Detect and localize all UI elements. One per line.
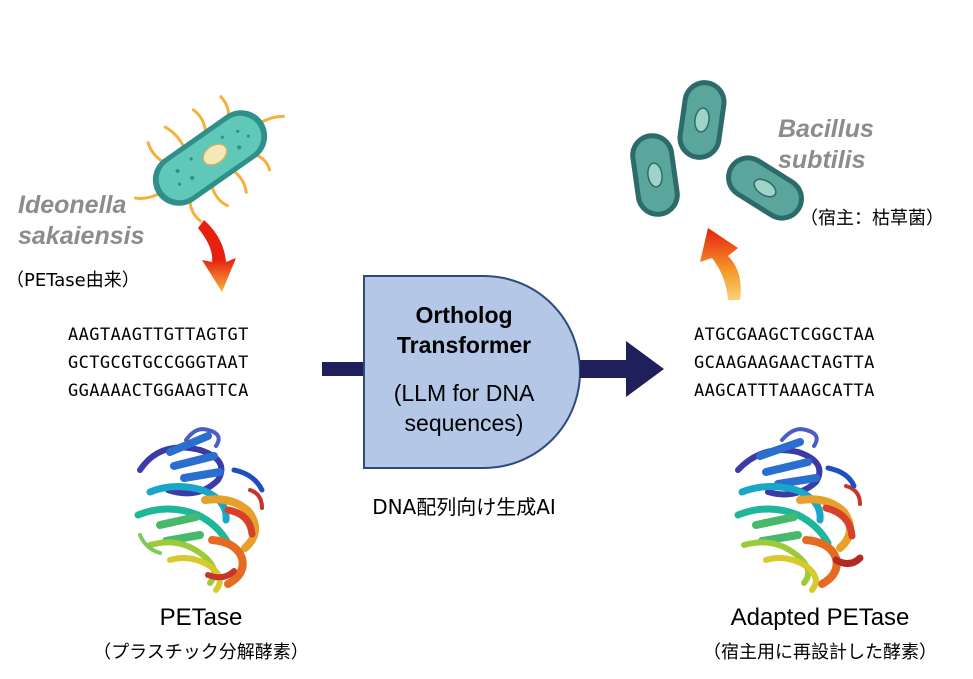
source-protein-label: PETase [159, 604, 243, 631]
target-dna-sequence: ATGCGAAGCTCGGCTAA GCAAGAAGAACTAGTTA AAGC… [694, 321, 875, 405]
target-seq-line: ATGCGAAGCTCGGCTAA [694, 325, 875, 345]
source-species-name: Ideonella sakaiensis [18, 190, 145, 252]
source-species-line1: Ideonella [18, 191, 127, 219]
target-seq-line: AAGCATTTAAAGCATTA [694, 381, 875, 401]
ideonella-bacterium-icon [133, 95, 285, 223]
model-title-line1: Ortholog [415, 302, 513, 328]
source-dna-sequence: AAGTAAGTTGTTAGTGT GCTGCGTGCCGGGTAAT GGAA… [68, 321, 249, 405]
model-title-line2: Transformer [396, 332, 532, 358]
model-desc-line2: sequences) [404, 410, 524, 436]
target-seq-line: GCAAGAAGAACTAGTTA [694, 353, 875, 373]
source-seq-line: GGAAAACTGGAAGTTCA [68, 381, 249, 401]
model-desc-line1: (LLM for DNA [393, 380, 535, 406]
model-caption: DNA配列向け生成AI [372, 495, 556, 519]
model-title: Ortholog Transformer [364, 300, 564, 360]
target-protein-label: Adapted PETase [730, 604, 910, 631]
input-arrow-shaft [322, 362, 374, 376]
adapted-petase-protein-structure-icon [734, 427, 864, 593]
target-species-line2: subtilis [778, 146, 866, 174]
curved-arrow-up-icon [700, 228, 741, 300]
output-arrow-icon [580, 341, 664, 397]
target-species-name: Bacillus subtilis [778, 114, 874, 176]
source-seq-line: GCTGCGTGCCGGGTAAT [68, 353, 249, 373]
source-species-line2: sakaiensis [18, 222, 145, 250]
target-species-line1: Bacillus [778, 115, 874, 143]
source-seq-line: AAGTAAGTTGTTAGTGT [68, 325, 249, 345]
target-host-note: （宿主：枯草菌） [800, 208, 944, 229]
source-origin-note: （PETase由来） [6, 270, 140, 291]
source-protein-note: （プラスチック分解酵素） [93, 642, 309, 663]
model-description: (LLM for DNA sequences) [364, 378, 564, 438]
petase-protein-structure-icon [134, 427, 265, 593]
curved-arrow-down-icon [198, 220, 236, 292]
bacillus-cells-icon [630, 80, 804, 221]
model-block [363, 275, 581, 469]
target-protein-note: （宿主用に再設計した酵素） [703, 642, 937, 663]
